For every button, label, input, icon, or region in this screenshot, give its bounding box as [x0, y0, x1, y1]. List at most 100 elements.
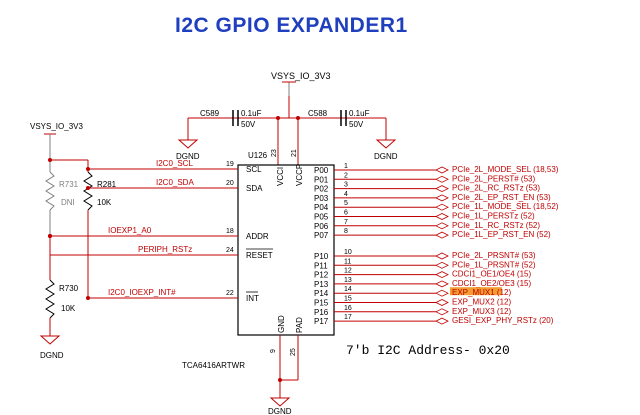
left-pin-number: 18 [226, 228, 234, 235]
right-pin-name: P01 [314, 175, 329, 184]
offsheet-connector [435, 222, 449, 230]
right-net-label: PCIe_2L_EP_RST_EN (53) [452, 193, 551, 202]
right-pin-number: 3 [344, 182, 348, 189]
right-pin-number: 1 [344, 163, 348, 170]
right-pin-row-p01: P01 2 PCIe_2L_PERST# (53) [314, 172, 535, 184]
right-pin-number: 17 [344, 314, 352, 321]
right-pin-row-p00: P00 1 PCIe_2L_MODE_SEL (18,53) [314, 163, 559, 175]
right-net-label: PCIe_1L_RC_RSTz (52) [452, 221, 540, 230]
left-net-label: I2C0_IOEXP_INT# [108, 288, 176, 297]
offsheet-connector [435, 280, 449, 288]
right-pin-number: 13 [344, 277, 352, 284]
right-pin-name: P10 [314, 252, 329, 261]
right-pin-name: P02 [314, 185, 329, 194]
right-pin-number: 14 [344, 286, 352, 293]
c588-value: 0.1uF [349, 109, 370, 118]
right-pin-number: 2 [344, 172, 348, 179]
offsheet-connector [435, 213, 449, 220]
left-pin-name: SDA [246, 184, 263, 193]
vsys-top-label: VSYS_IO_3V3 [271, 71, 331, 81]
right-net-label: PCIe_2L_PERST# (53) [452, 174, 535, 183]
r731-note: DNI [61, 198, 75, 207]
left-net-label: PERIPH_RSTz [138, 245, 192, 254]
c588-gnd-label: DGND [374, 152, 398, 161]
offsheet-connector [435, 194, 449, 202]
right-pin-number: 11 [344, 258, 351, 265]
right-net-label: PCIe_2L_RC_RSTz (53) [452, 184, 540, 193]
chip-gnd-label: GND [277, 315, 286, 333]
left-pin-number: 22 [226, 290, 234, 297]
right-pin-name: P03 [314, 194, 329, 203]
right-net-label: PCIe_2L_PRSNT# (53) [452, 251, 536, 260]
right-net-label: PCIe_1L_PRSNT# (52) [452, 260, 536, 269]
chip-pad-label: PAD [295, 317, 304, 333]
right-pin-number: 5 [344, 200, 348, 207]
left-pin-number: 24 [226, 247, 234, 254]
right-pin-name: P05 [314, 213, 329, 222]
right-net-label: PCIe_1L_MODE_SEL (18,52) [452, 202, 559, 211]
right-pin-row-p10: P10 10 PCIe_2L_PRSNT# (53) [314, 249, 536, 261]
right-pin-number: 4 [344, 191, 348, 198]
resistor-r730: R730 10K DGND [40, 234, 79, 360]
c589-rating: 50V [241, 120, 256, 129]
right-net-label: CDCI1_OE1/OE4 (15) [452, 270, 531, 279]
right-pin-row-p14: P14 14 EXP_MUX1 (12) [314, 286, 511, 298]
net-highlight [450, 287, 502, 296]
schematic-title: I2C GPIO EXPANDER1 [175, 14, 408, 37]
right-net-label: EXP_MUX2 (12) [452, 298, 511, 307]
right-pin-row-p13: P13 13 CDCI1_OE2/OE3 (15) [314, 277, 531, 289]
c589-value: 0.1uF [241, 109, 262, 118]
right-pin-number: 10 [344, 249, 352, 256]
right-pin-number: 15 [344, 296, 352, 303]
r730-ref: R730 [59, 284, 79, 293]
right-pin-name: P13 [314, 280, 329, 289]
chip-vccp-label: VCCP [295, 164, 304, 186]
right-net-label: PCIe_2L_MODE_SEL (18,53) [452, 165, 559, 174]
chip-vcci-label: VCCI [276, 167, 285, 186]
right-net-label: EXP_MUX3 (12) [452, 307, 511, 316]
right-net-label: CDCI1_OE2/OE3 (15) [452, 279, 531, 288]
right-net-label: EXP_MUX1 (12) [452, 288, 511, 297]
right-pin-number: 8 [344, 228, 348, 235]
offsheet-connector [435, 252, 449, 260]
offsheet-connector [435, 203, 449, 211]
right-pin-row-p03: P03 4 PCIe_2L_EP_RST_EN (53) [314, 191, 551, 203]
left-pin-number: 20 [226, 180, 234, 187]
right-pin-name: P14 [314, 289, 329, 298]
right-pin-number: 7 [344, 219, 348, 226]
right-pin-name: P07 [314, 231, 329, 240]
right-pin-number: 12 [344, 268, 352, 275]
right-pin-number: 16 [344, 305, 352, 312]
right-pin-row-p05: P05 6 PCIe_1L_PERSTz (52) [314, 210, 535, 222]
offsheet-connector [435, 317, 449, 325]
c588-ref: C588 [308, 109, 328, 118]
left-pin-name: RESET [246, 251, 273, 260]
r730-value: 10K [61, 304, 76, 313]
r730-gnd-label: DGND [40, 351, 64, 360]
chip-u126: U126 VCCI VCCP GND PAD TCA6416ARTWR DGND… [182, 151, 335, 415]
offsheet-connector [435, 175, 449, 183]
offsheet-connector [435, 308, 449, 316]
right-pin-name: P16 [314, 308, 329, 317]
right-pin-number: 6 [344, 210, 348, 217]
right-pin-name: P00 [314, 166, 329, 175]
offsheet-connector [435, 261, 449, 269]
power-rail-top: VSYS_IO_3V3 23 21 [188, 71, 386, 165]
offsheet-connector [435, 271, 449, 279]
r281-value: 10K [97, 198, 112, 207]
right-net-label: PCIe_1L_PERSTz (52) [452, 212, 535, 221]
c588-rating: 50V [349, 120, 364, 129]
